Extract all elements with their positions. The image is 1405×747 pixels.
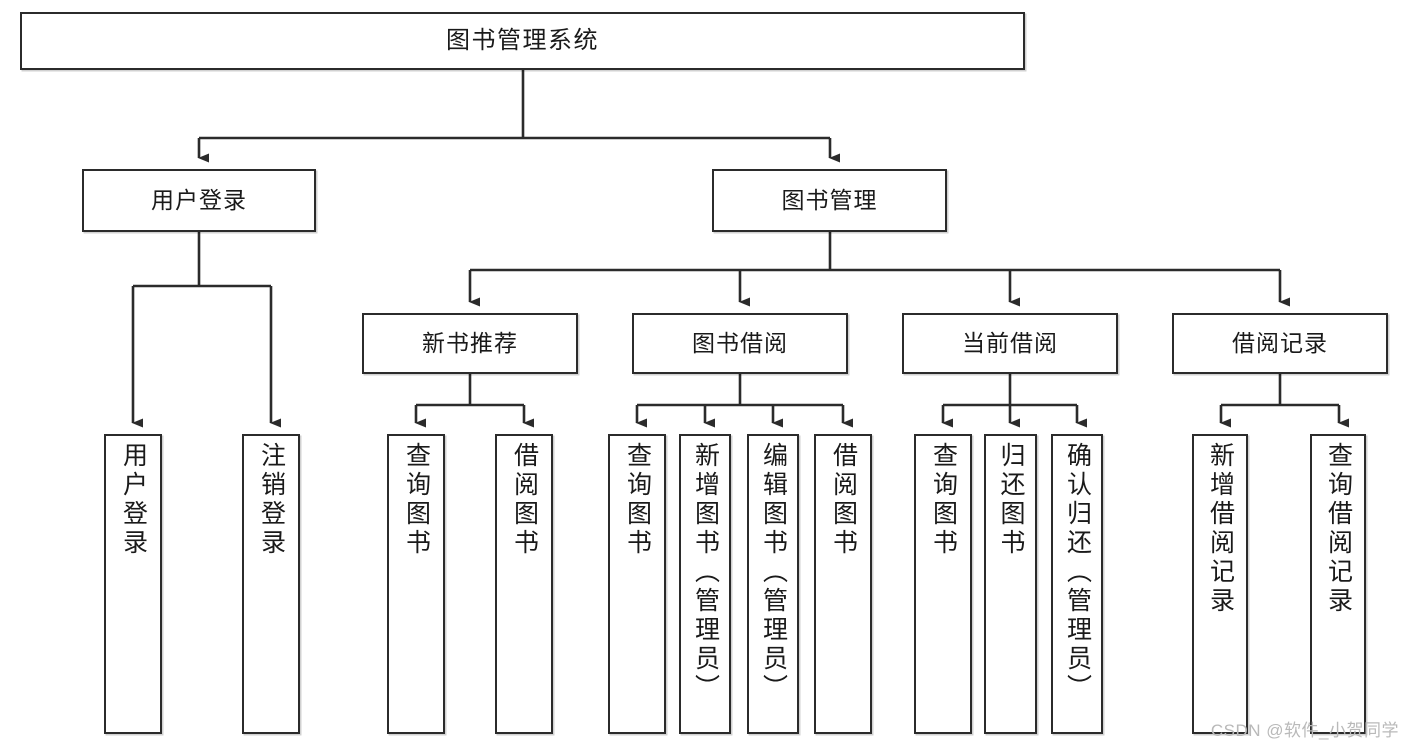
- leaf-query-books-newbook[interactable]: 查询图书: [387, 434, 445, 734]
- leaf-query-books-current[interactable]: 查询图书: [914, 434, 972, 734]
- node-label: 图书借阅: [692, 329, 788, 356]
- node-label: 查询图书: [929, 442, 958, 558]
- node-label: 归还图书: [997, 442, 1025, 558]
- node-label: 查询图书: [623, 442, 652, 558]
- node-label: 借阅记录: [1232, 329, 1328, 356]
- node-root-system[interactable]: 图书管理系统: [20, 12, 1025, 70]
- node-label: 当前借阅: [962, 329, 1058, 356]
- leaf-edit-book-admin[interactable]: 编辑图书（管理员）: [747, 434, 799, 734]
- node-new-book-recommend[interactable]: 新书推荐: [362, 313, 578, 374]
- node-label: 新增图书（管理员）: [691, 442, 720, 703]
- leaf-user-login[interactable]: 用户登录: [104, 434, 162, 734]
- leaf-add-borrow-record[interactable]: 新增借阅记录: [1192, 434, 1248, 734]
- leaf-query-books-borrow[interactable]: 查询图书: [608, 434, 666, 734]
- node-label: 查询借阅记录: [1324, 442, 1353, 616]
- node-label: 图书管理系统: [446, 26, 599, 54]
- node-label: 查询图书: [402, 442, 431, 558]
- leaf-borrow-books-newbook[interactable]: 借阅图书: [495, 434, 553, 734]
- node-label: 借阅图书: [510, 442, 539, 558]
- node-label: 新书推荐: [422, 329, 518, 356]
- node-current-borrow[interactable]: 当前借阅: [902, 313, 1118, 374]
- leaf-borrow-books[interactable]: 借阅图书: [814, 434, 872, 734]
- node-label: 确认归还（管理员）: [1063, 442, 1092, 703]
- node-label: 用户登录: [119, 442, 148, 558]
- node-book-borrow[interactable]: 图书借阅: [632, 313, 848, 374]
- leaf-return-books[interactable]: 归还图书: [984, 434, 1037, 734]
- node-user-login[interactable]: 用户登录: [82, 169, 316, 232]
- leaf-add-book-admin[interactable]: 新增图书（管理员）: [679, 434, 731, 734]
- node-label: 借阅图书: [829, 442, 858, 558]
- leaf-confirm-return-admin[interactable]: 确认归还（管理员）: [1051, 434, 1103, 734]
- node-label: 用户登录: [151, 186, 247, 213]
- node-book-management[interactable]: 图书管理: [712, 169, 947, 232]
- node-label: 新增借阅记录: [1206, 442, 1235, 616]
- leaf-query-borrow-record[interactable]: 查询借阅记录: [1310, 434, 1366, 734]
- node-label: 编辑图书（管理员）: [759, 442, 788, 703]
- node-label: 注销登录: [257, 442, 286, 558]
- node-label: 图书管理: [781, 186, 878, 213]
- node-borrow-records[interactable]: 借阅记录: [1172, 313, 1388, 374]
- leaf-logout[interactable]: 注销登录: [242, 434, 300, 734]
